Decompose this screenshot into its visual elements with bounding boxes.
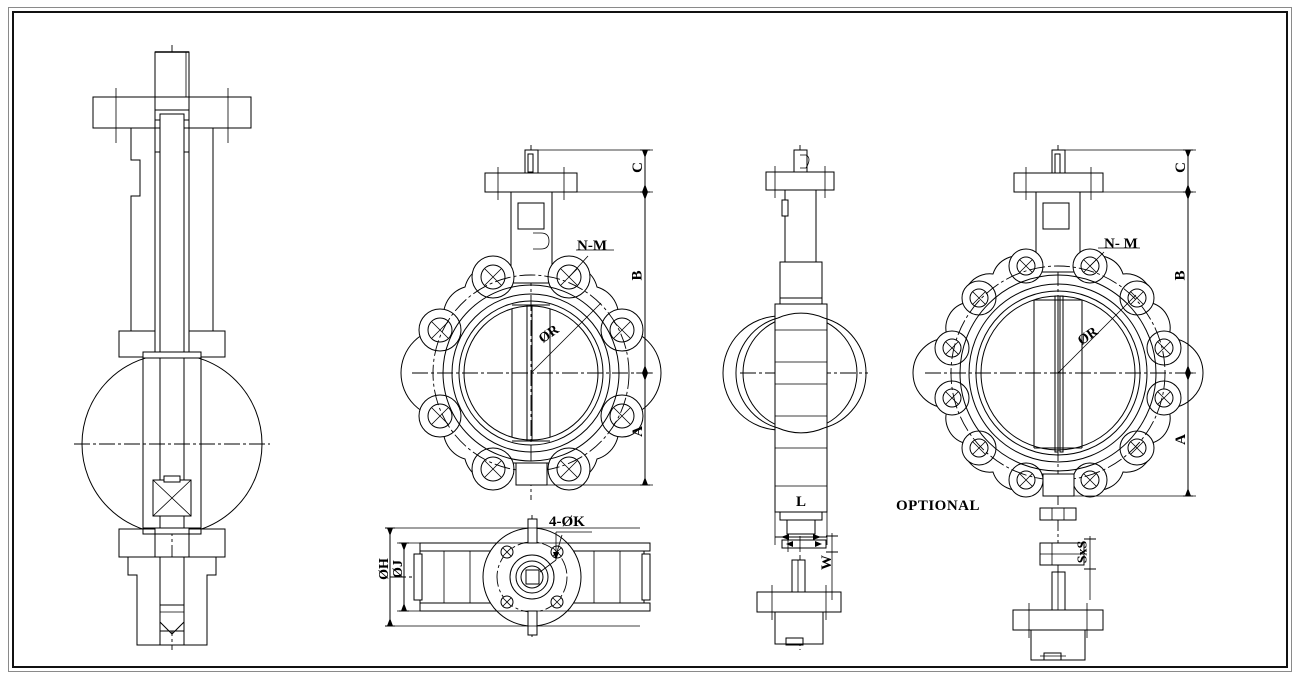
lug-boss-group-12: [934, 248, 1182, 498]
dimension-label-nm-right: N- M: [1104, 236, 1138, 252]
dimension-label-a-center: A: [629, 426, 646, 437]
dimension-label-j: ØJ: [390, 560, 406, 578]
view-front-face-8lug: [400, 145, 662, 500]
dimension-label-a-right: A: [1172, 434, 1189, 445]
view-top-flange-detail: [385, 515, 651, 638]
dimension-label-sxs: SxS: [1075, 540, 1091, 564]
dimension-lines-abc-center: [485, 149, 653, 486]
detail-stem-key: [756, 533, 842, 650]
valve-disc: [81, 351, 263, 535]
dimension-label-w: W: [819, 555, 835, 570]
view-front-face-12lug: [912, 145, 1204, 505]
bottom-boss: [127, 556, 217, 646]
dimension-label-l: L: [796, 494, 807, 510]
dimension-label-c-right: C: [1172, 162, 1189, 173]
sheet-outer-border: [8, 7, 1292, 672]
dimension-label-c-center: C: [629, 162, 646, 173]
dimension-L: [774, 512, 828, 545]
dimension-H-J: [385, 527, 640, 627]
dimension-lines-abc-right: [1014, 149, 1196, 497]
actuator-stem-large: [1013, 149, 1104, 273]
optional-note: OPTIONAL: [896, 498, 981, 514]
dimension-label-b-center: B: [629, 270, 646, 281]
sheet-inner-border: [12, 11, 1288, 668]
valve-stem-lower: [159, 113, 185, 361]
dimension-label-4k: 4-ØK: [549, 514, 585, 530]
dimension-label-h: ØH: [376, 558, 392, 580]
dimension-label-nm-center: N-M: [577, 238, 607, 254]
upper-seat-bush: [118, 330, 226, 358]
view-longitudinal-section: [74, 45, 270, 650]
view-side: [722, 145, 868, 650]
dimension-label-b-right: B: [1172, 270, 1189, 281]
disc-plate-small: [511, 304, 551, 442]
actuator-stem-small: [484, 149, 578, 284]
disc-plate-large: [1033, 295, 1083, 453]
view-square-drive-detail: [1012, 507, 1104, 661]
